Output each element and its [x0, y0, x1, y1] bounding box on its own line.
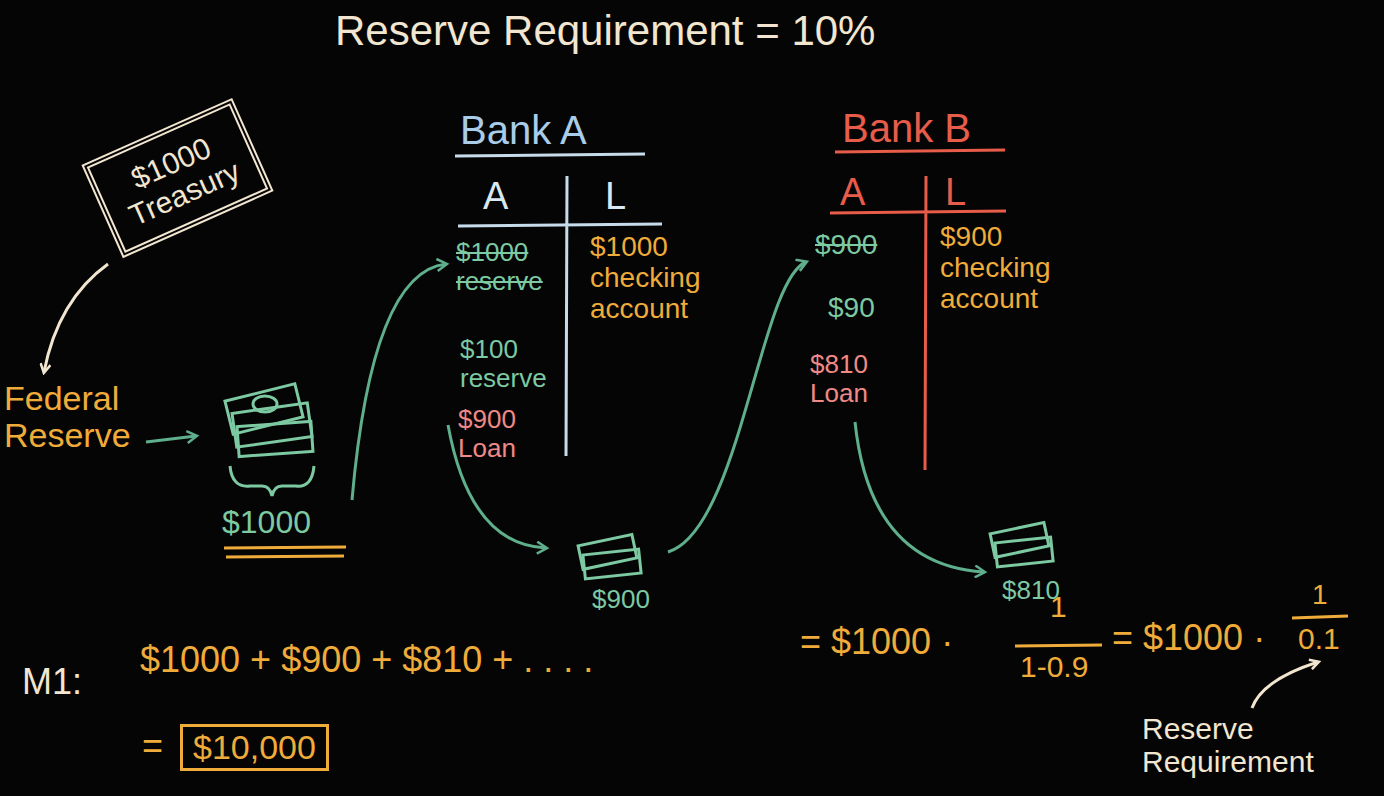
board-text: Federal Reserve — [4, 380, 144, 455]
fed-arrow — [146, 436, 196, 442]
board-text: 1-0.9 — [1020, 650, 1088, 683]
board-text: Bank B — [842, 106, 971, 150]
box-text: $10,000 — [193, 729, 316, 766]
board-text: 1 — [1050, 590, 1067, 623]
board-text: = $1000 · — [800, 622, 953, 662]
cash-stack — [578, 534, 641, 578]
pointer-arrow — [1252, 662, 1318, 708]
box-text: $1000 Treasury — [111, 124, 245, 232]
board-text: A — [483, 176, 508, 218]
board-text: = $1000 · — [1112, 618, 1265, 658]
board-text: $90 — [828, 293, 875, 324]
result-box: $10,000 — [180, 724, 329, 771]
board-text: = — [142, 726, 163, 766]
flow-arrow — [352, 264, 446, 500]
board-text: $1000 reserve — [456, 238, 566, 295]
board-text: L — [945, 172, 966, 214]
board-text: $1000 checking account — [590, 232, 740, 324]
board-text: Bank A — [460, 108, 587, 152]
money-stack — [225, 384, 314, 496]
cash-stack — [990, 522, 1053, 566]
board-text: $100 reserve — [460, 335, 570, 392]
treasury-box: $1000 Treasury — [82, 98, 274, 258]
underline — [224, 547, 346, 557]
board-text: $900 — [815, 230, 877, 261]
board-text: A — [840, 172, 865, 214]
board-text: M1: — [22, 662, 82, 702]
board-text: $1000 + $900 + $810 + . . . . — [140, 640, 593, 680]
board-text: $810 Loan — [810, 350, 905, 407]
board-text: L — [605, 176, 626, 218]
board-text: $900 checking account — [940, 222, 1090, 314]
board-text: $900 — [592, 585, 650, 614]
board-text: $1000 — [222, 505, 311, 540]
board-text: Reserve Requirement = 10% — [335, 8, 875, 54]
board-text: 1 — [1312, 580, 1328, 611]
treasury-arrow — [44, 264, 108, 372]
flow-arrow — [855, 422, 984, 572]
board-text: 0.1 — [1298, 622, 1340, 655]
board-text: $900 Loan — [458, 405, 553, 462]
board-text: Reserve Requirement — [1142, 712, 1382, 778]
flow-arrow — [668, 262, 806, 552]
